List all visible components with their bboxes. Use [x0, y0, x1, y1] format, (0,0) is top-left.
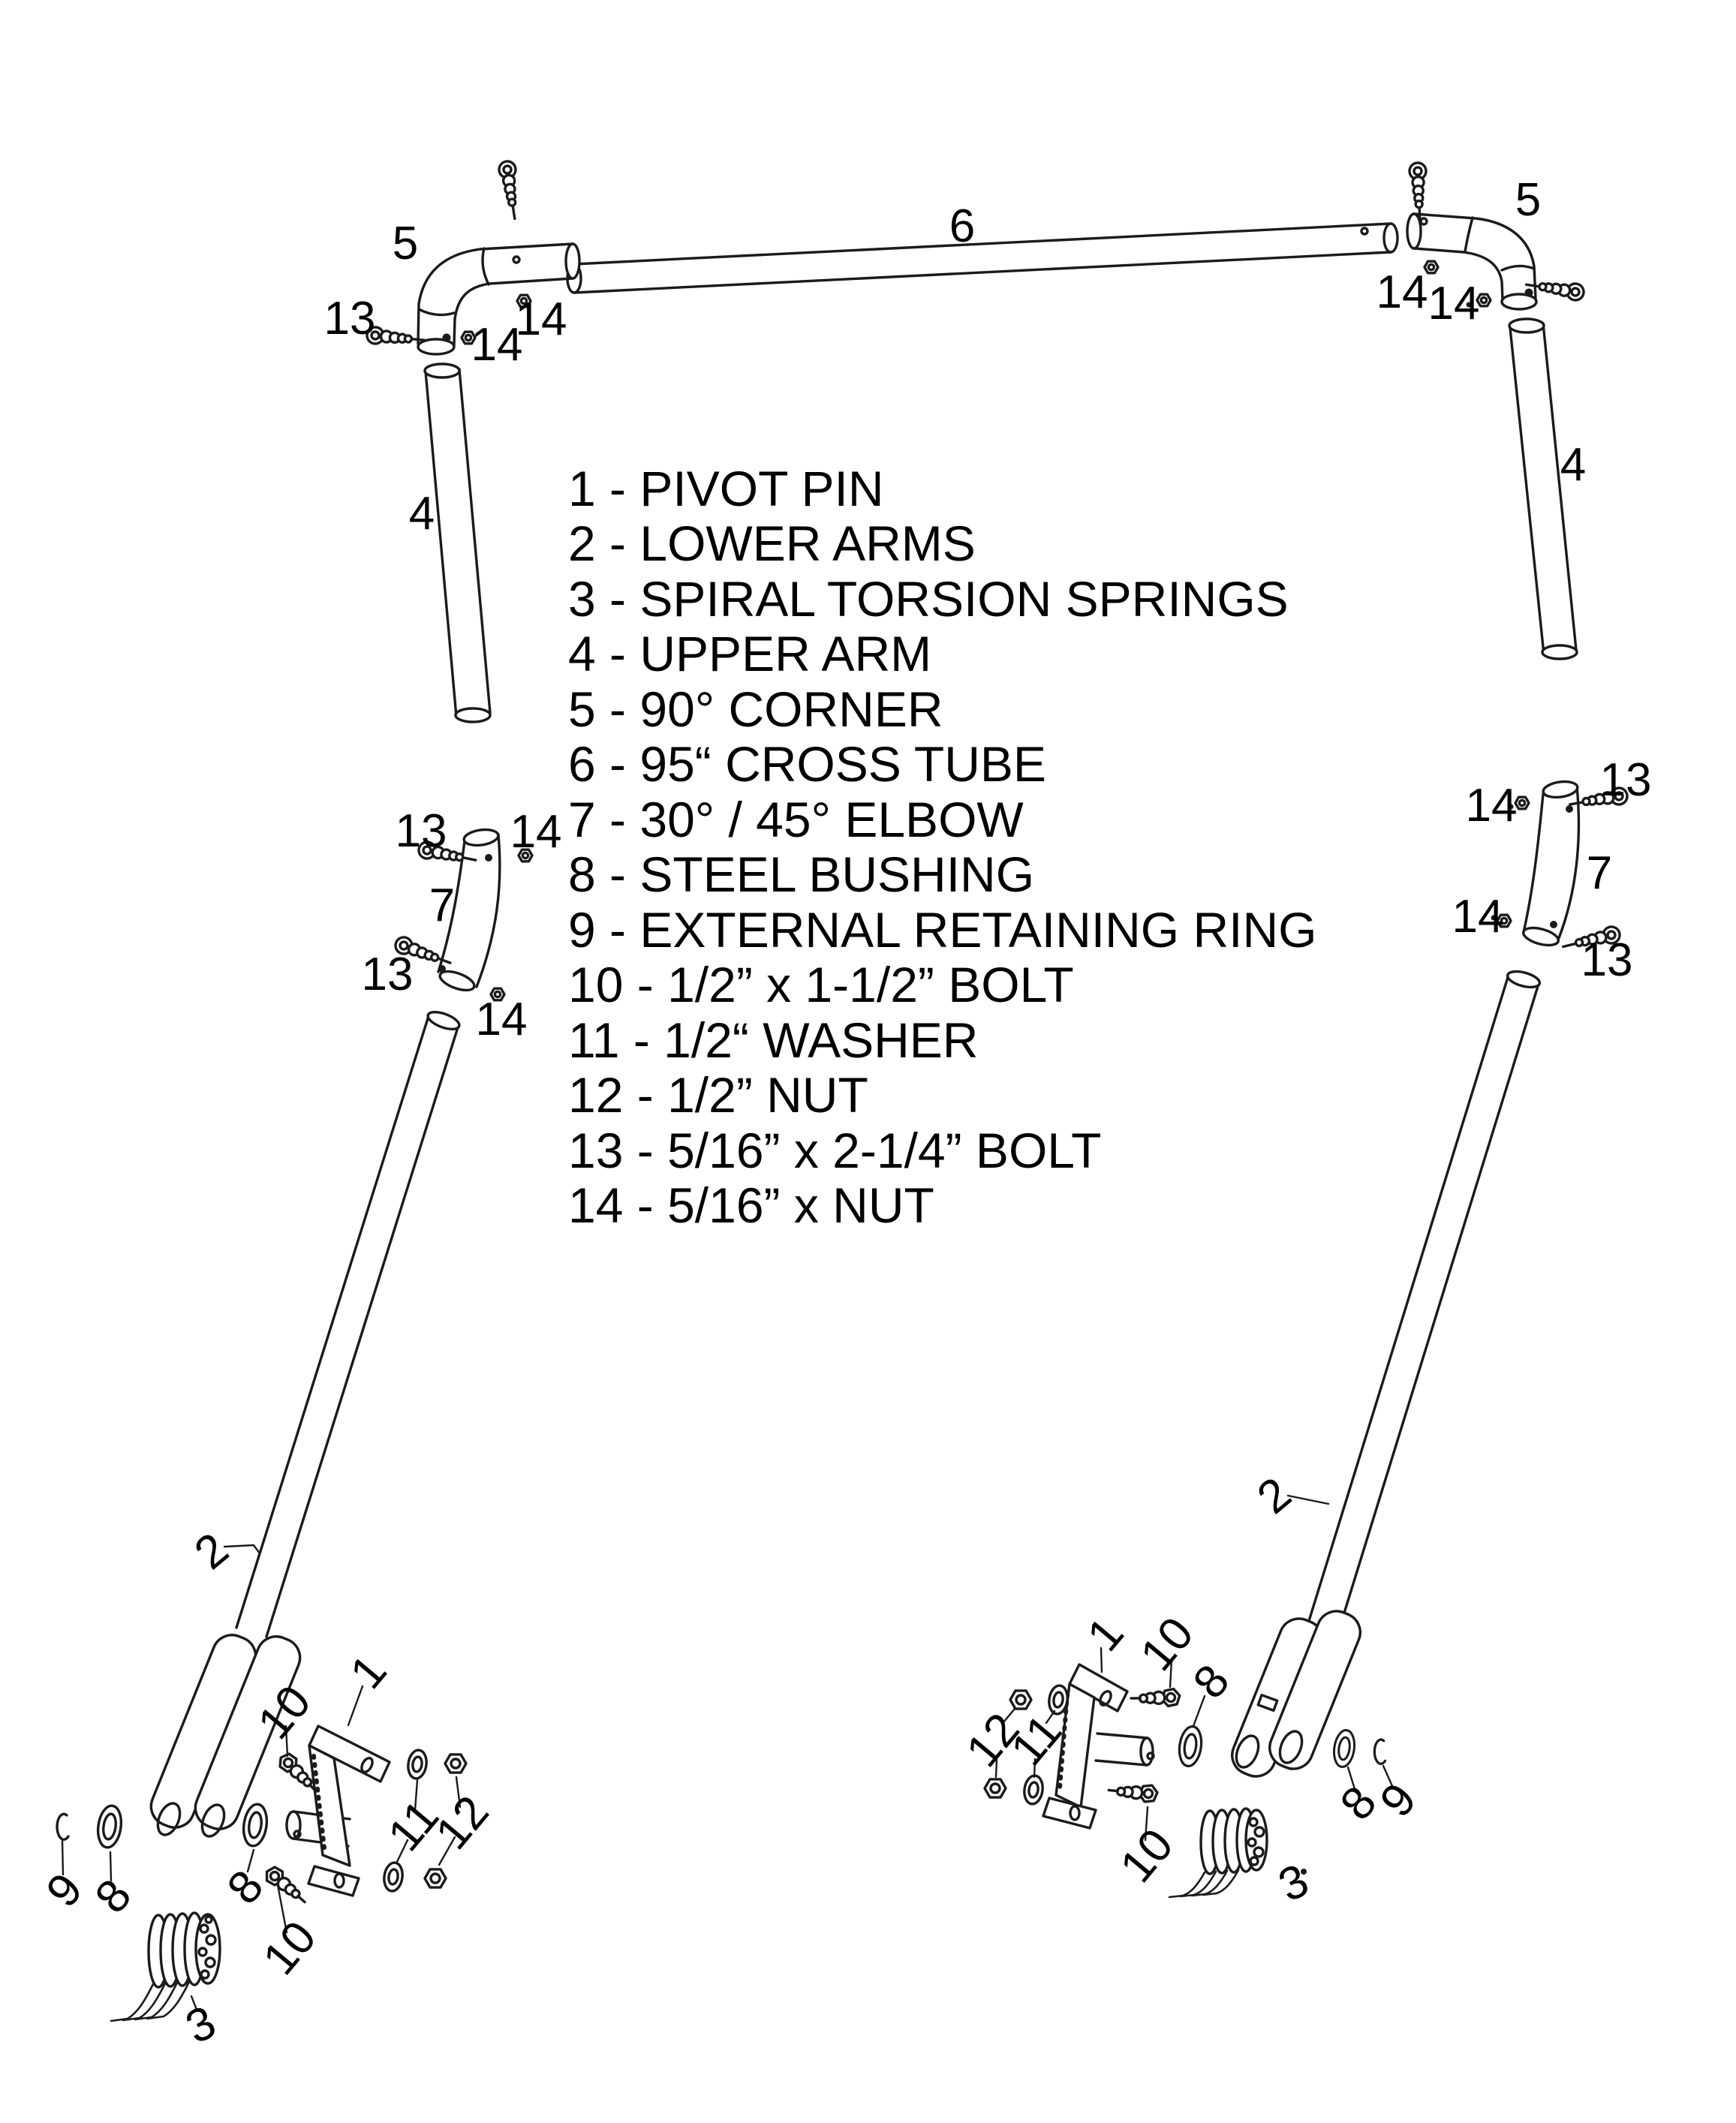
callout: 10 [254, 1911, 326, 1984]
bolt-icon [1107, 1782, 1160, 1807]
callout: 14 [1466, 780, 1518, 831]
callout: 10 [1111, 1819, 1184, 1892]
legend-item: 4 - UPPER ARM [568, 626, 931, 681]
nut-icon [1514, 795, 1530, 810]
legend-item: 14 - 5/16” x NUT [568, 1177, 934, 1233]
bolt-icon [1407, 161, 1433, 223]
torsion-spring [1168, 1807, 1268, 1899]
bushing-icon [94, 1803, 125, 1851]
callout: 14 [1452, 891, 1504, 943]
callout: 8 [218, 1861, 274, 1914]
legend-item: 11 - 1/2“ WASHER [568, 1012, 978, 1068]
left-upper-arm [423, 362, 492, 723]
nut-icon [444, 1753, 468, 1774]
callout: 14 [476, 994, 528, 1045]
callout: 1 [1078, 1608, 1134, 1661]
callout: 6 [949, 200, 975, 252]
callout: 13 [362, 949, 414, 1000]
torsion-spring [110, 1911, 221, 2022]
callout: 7 [1587, 847, 1612, 899]
callout: 8 [86, 1870, 142, 1923]
nut-icon [983, 1778, 1007, 1799]
callout: 1 [341, 1646, 397, 1699]
pivot-bracket [307, 1725, 391, 1897]
legend-item: 12 - 1/2” NUT [568, 1067, 868, 1123]
callout: 8 [1184, 1655, 1240, 1709]
bolt-icon [496, 158, 528, 221]
retaining-ring-icon [56, 1812, 70, 1841]
bushing-icon [1331, 1728, 1358, 1770]
legend-item: 8 - STEEL BUSHING [568, 846, 1034, 902]
lower-arm-clevis [1231, 1610, 1361, 1778]
bushing-icon [239, 1801, 271, 1849]
leader-lines [61, 1494, 1394, 2011]
right-90-corner [1406, 212, 1538, 311]
elbow-fasteners [392, 785, 1630, 1002]
nut-icon [423, 1868, 447, 1889]
lower-arm-clevis [149, 1634, 302, 1838]
callout: 14 [1376, 266, 1428, 318]
callout: 13 [1600, 754, 1652, 806]
callout: 13 [324, 293, 376, 344]
parts-legend: 1 - PIVOT PIN 2 - LOWER ARMS 3 - SPIRAL … [568, 461, 1316, 1233]
right-pivot-assembly [983, 1610, 1387, 1899]
legend-item: 10 - 1/2” x 1-1/2” BOLT [568, 957, 1074, 1012]
legend-item: 1 - PIVOT PIN [568, 461, 884, 516]
nut-icon [1009, 1689, 1033, 1710]
washer-icon [1021, 1773, 1046, 1807]
callout: 13 [1581, 934, 1633, 986]
pivot-pin [1094, 1732, 1155, 1767]
callout: 3 [1271, 1854, 1316, 1912]
callout: 14 [471, 319, 523, 371]
callout: 14 [510, 806, 562, 858]
callout: 3 [178, 1996, 223, 2054]
right-lower-arm [1301, 970, 1542, 1653]
left-pivot-assembly [56, 1634, 468, 2022]
legend-item: 7 - 30° / 45° ELBOW [568, 792, 1024, 847]
callout: 14 [1428, 278, 1480, 329]
pivot-bracket [1042, 1663, 1129, 1830]
legend-item: 2 - LOWER ARMS [568, 516, 976, 571]
callout: 9 [37, 1864, 93, 1917]
callout: 4 [1560, 439, 1586, 491]
right-elbow [1521, 780, 1581, 947]
legend-item: 13 - 5/16” x 2-1/4” BOLT [568, 1123, 1101, 1178]
callout: 14 [516, 293, 567, 345]
left-lower-arm [235, 1010, 461, 1638]
legend-item: 5 - 90° CORNER [568, 681, 943, 737]
callout: 2 [185, 1523, 239, 1580]
bushing-icon [1175, 1724, 1205, 1769]
callout: 7 [429, 880, 455, 931]
washer-icon [381, 1860, 406, 1894]
legend-item: 3 - SPIRAL TORSION SPRINGS [568, 571, 1289, 627]
bolt-icon [1130, 1685, 1183, 1715]
legend-item: 6 - 95“ CROSS TUBE [568, 736, 1046, 792]
washer-icon [405, 1747, 430, 1782]
left-90-corner [417, 242, 581, 356]
retaining-ring-icon [1373, 1738, 1387, 1766]
callout: 5 [393, 218, 418, 269]
right-upper-arm [1508, 317, 1578, 660]
callout: 12 [426, 1786, 499, 1859]
callout: 4 [409, 488, 435, 540]
callout: 5 [1515, 174, 1541, 226]
cross-tube [566, 222, 1399, 294]
callout: 13 [396, 805, 447, 857]
top-fasteners [365, 158, 1586, 347]
legend-item: 9 - EXTERNAL RETAINING RING [568, 902, 1316, 958]
